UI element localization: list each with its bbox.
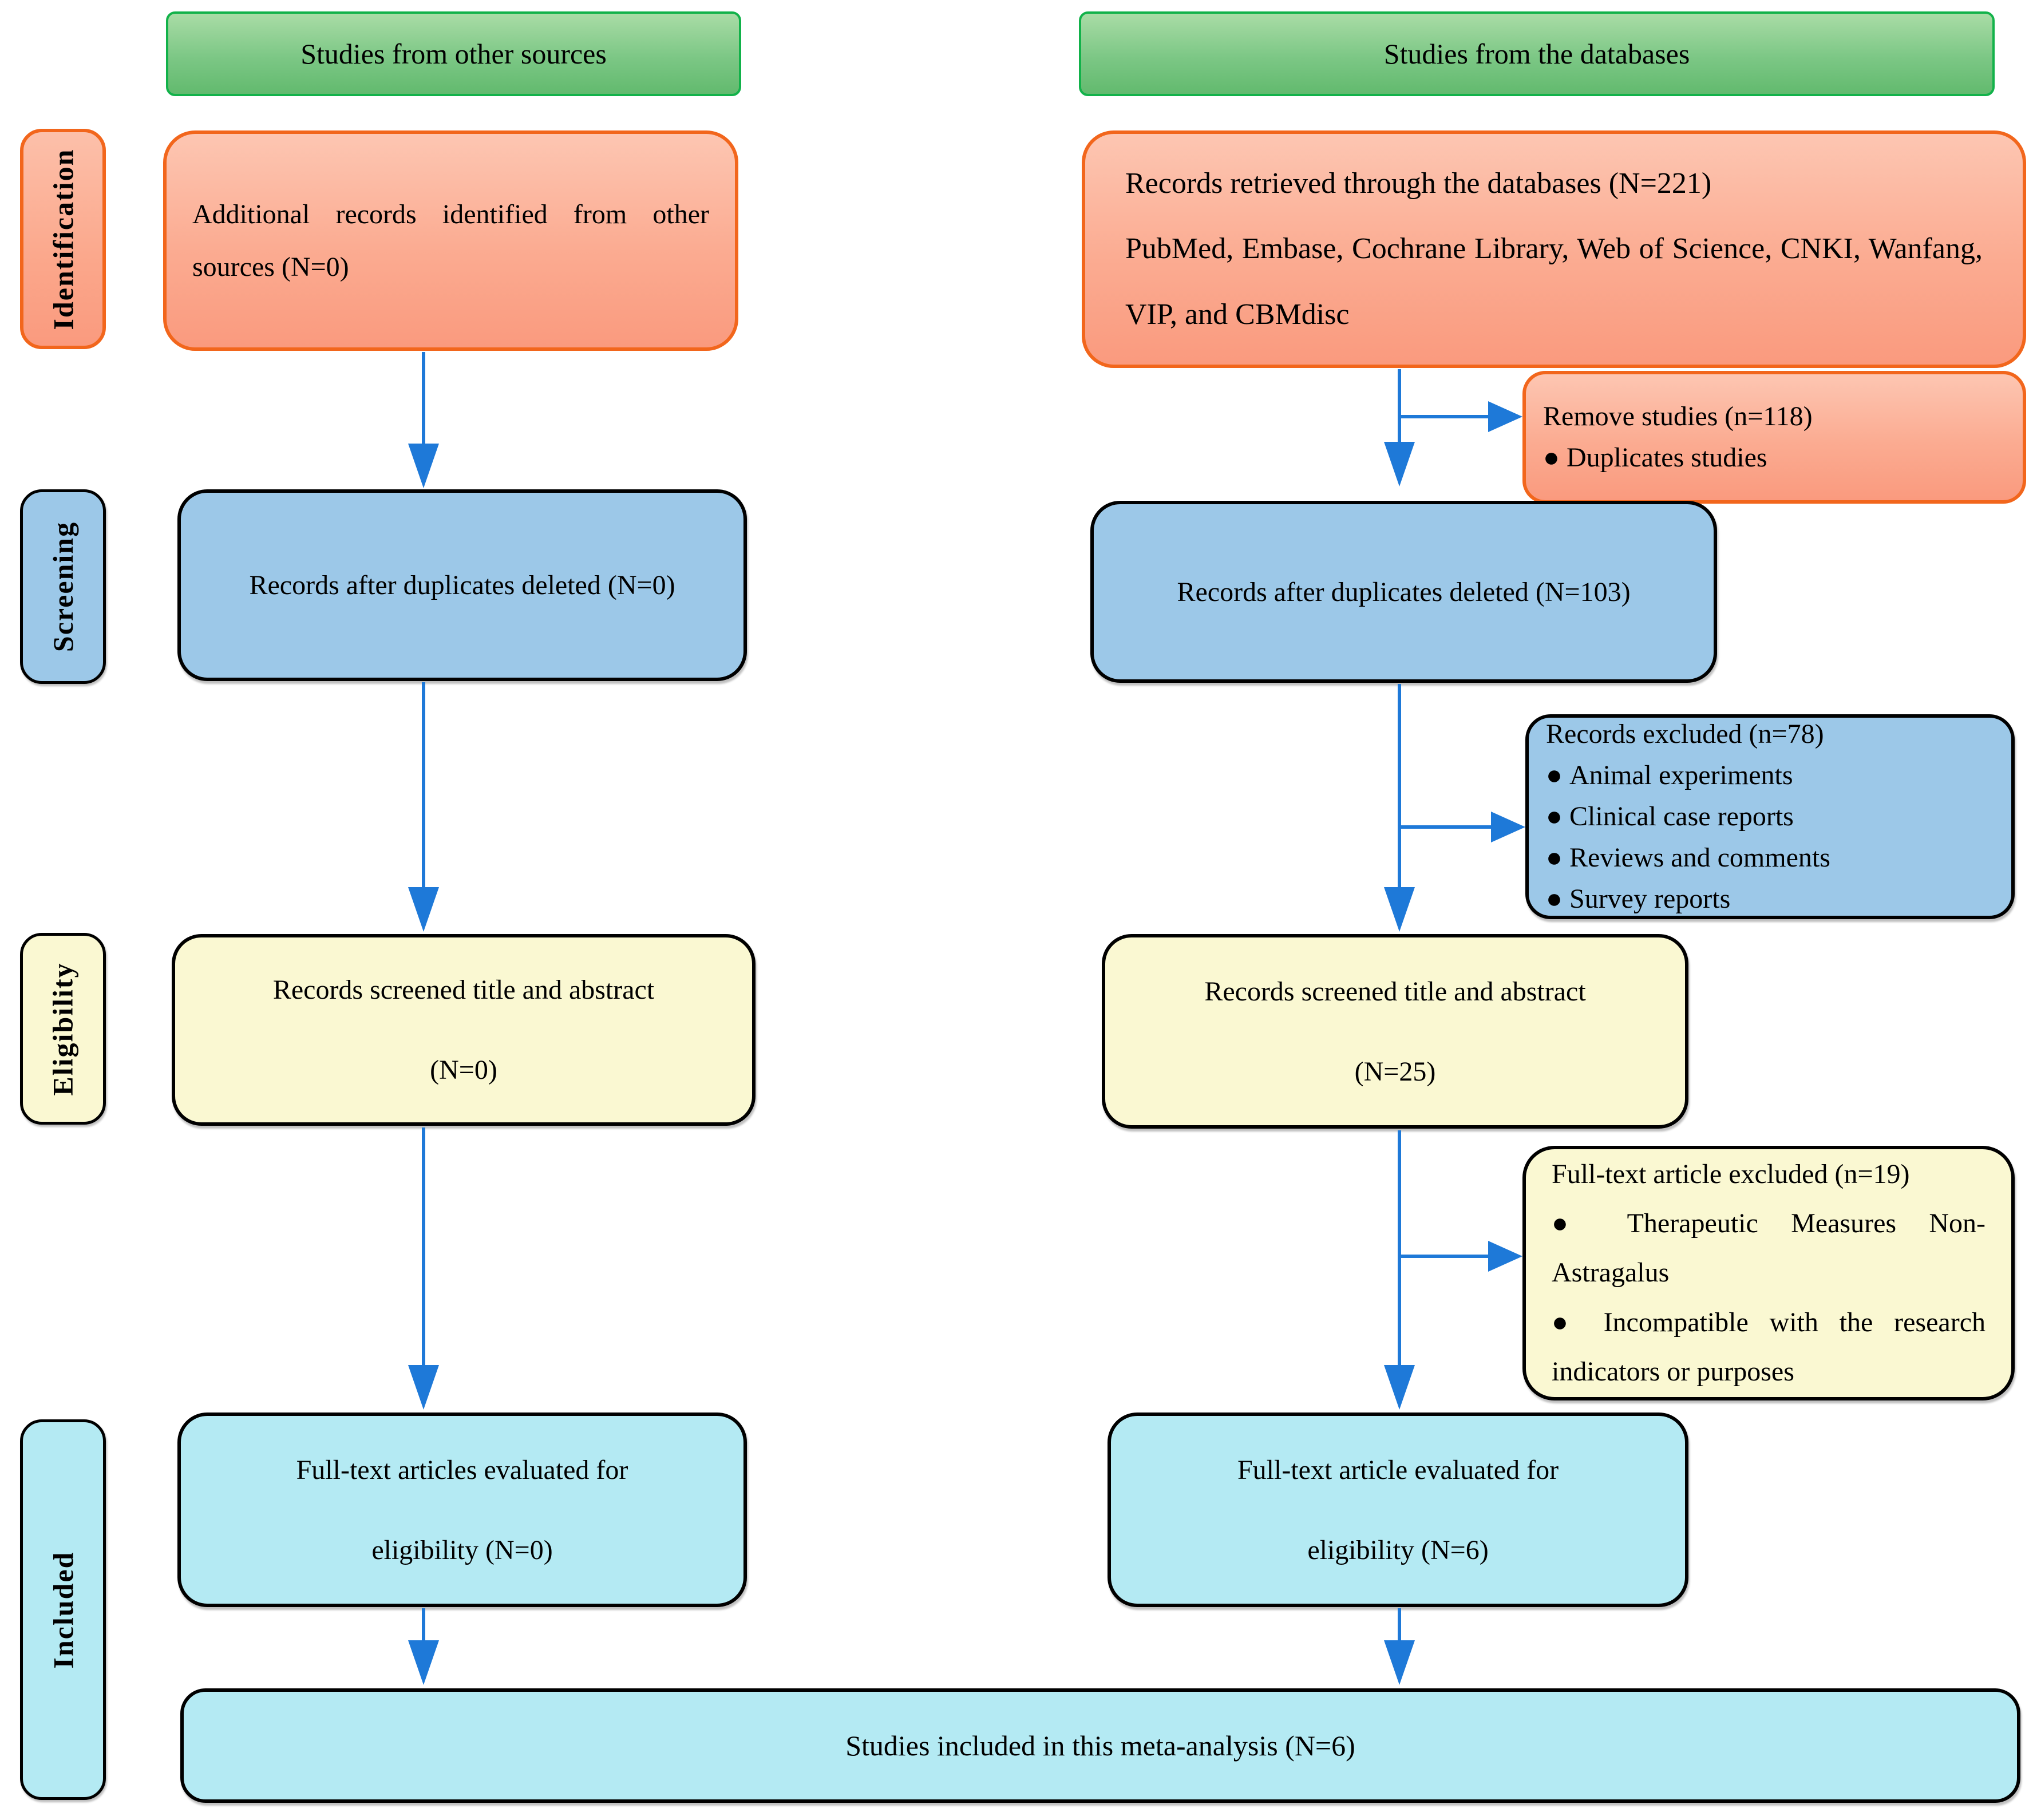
box-records-excluded-bullet-2: Clinical case reports [1546,796,1994,837]
header-databases-text: Studies from the databases [1383,38,1690,70]
arrow-right-screening-to-eligibility-head [1384,887,1415,932]
header-other-sources: Studies from other sources [166,11,741,96]
branch-records-excluded-head [1491,812,1525,842]
branch-fulltext-excluded-line [1399,1255,1488,1258]
box-records-retrieved-title: Records retrieved through the databases … [1125,167,1712,200]
box-records-excluded-title: Records excluded (n=78) [1546,719,1824,749]
box-screened-right-line1: Records screened title and abstract [1204,976,1586,1007]
box-fulltext-excluded-bullet-2: Incompatible with the research indicator… [1552,1298,1986,1397]
box-remove-studies-bullet-1: Duplicates studies [1543,437,2006,478]
stage-label-screening: Screening [20,489,106,684]
box-screened-left: Records screened title and abstract (N=0… [172,934,756,1126]
stage-label-eligibility-text: Eligibility [47,962,80,1096]
box-duplicates-deleted-right-text: Records after duplicates deleted (N=103) [1177,576,1631,607]
box-records-retrieved: Records retrieved through the databases … [1082,130,2026,368]
box-additional-records-text: Additional records identified from other… [192,199,709,282]
box-screened-right-line2: (N=25) [1354,1056,1436,1087]
arrow-right-to-bottom-head [1384,1640,1415,1685]
arrow-right-eligibility-to-included-head [1384,1365,1415,1410]
box-records-excluded-bullet-4: Survey reports [1546,879,1994,920]
box-fulltext-evaluated-left-line2: eligibility (N=0) [371,1534,553,1565]
box-fulltext-evaluated-left-line1: Full-text articles evaluated for [296,1454,628,1485]
stage-label-screening-text: Screening [47,521,79,652]
box-records-excluded-bullet-1: Animal experiments [1546,755,1994,796]
stage-label-included-text: Included [47,1551,79,1668]
box-duplicates-deleted-right: Records after duplicates deleted (N=103) [1090,501,1717,683]
arrow-right-id-to-screening-head [1384,442,1415,486]
box-fulltext-excluded: Full-text article excluded (n=19) Therap… [1522,1146,2015,1400]
box-records-excluded-bullet-3: Reviews and comments [1546,837,1994,879]
box-included-meta-analysis-text: Studies included in this meta-analysis (… [845,1730,1355,1762]
stage-label-identification: Identification [20,129,106,349]
header-databases: Studies from the databases [1079,11,1995,96]
stage-label-identification-text: Identification [47,148,79,330]
arrow-left-eligibility-to-included-head [408,1365,439,1410]
box-fulltext-excluded-title: Full-text article excluded (n=19) [1552,1158,1910,1189]
box-additional-records: Additional records identified from other… [163,130,738,351]
arrow-left-id-to-screening-line [422,352,425,446]
box-fulltext-excluded-bullet-1: Therapeutic Measures Non-Astragalus [1552,1199,1986,1298]
arrow-left-eligibility-to-included-line [422,1127,425,1365]
box-fulltext-evaluated-right-line2: eligibility (N=6) [1307,1534,1489,1565]
box-remove-studies: Remove studies (n=118) Duplicates studie… [1522,371,2026,504]
arrow-left-screening-to-eligibility-line [422,682,425,888]
arrow-right-to-bottom-line [1398,1608,1401,1643]
box-fulltext-evaluated-right: Full-text article evaluated for eligibil… [1108,1413,1688,1607]
arrow-right-eligibility-to-included-line [1398,1130,1401,1365]
branch-fulltext-excluded-head [1488,1241,1522,1272]
stage-label-eligibility: Eligibility [20,933,106,1125]
arrow-right-id-to-screening-line [1398,369,1401,444]
box-records-retrieved-sources: PubMed, Embase, Cochrane Library, Web of… [1125,232,1983,331]
box-duplicates-deleted-left: Records after duplicates deleted (N=0) [177,489,747,681]
arrow-left-screening-to-eligibility-head [408,887,439,932]
arrow-left-to-bottom-line [422,1608,425,1643]
arrow-right-screening-to-eligibility-line [1398,684,1401,887]
box-screened-left-line2: (N=0) [430,1055,497,1085]
box-screened-left-line1: Records screened title and abstract [272,975,655,1005]
box-included-meta-analysis: Studies included in this meta-analysis (… [180,1688,2020,1803]
box-fulltext-evaluated-left: Full-text articles evaluated for eligibi… [177,1413,747,1607]
header-other-sources-text: Studies from other sources [300,38,607,70]
branch-remove-studies-head [1488,401,1522,432]
box-records-excluded: Records excluded (n=78) Animal experimen… [1525,714,2015,919]
stage-label-included: Included [20,1419,106,1800]
branch-records-excluded-line [1399,825,1491,829]
box-remove-studies-title: Remove studies (n=118) [1543,401,1813,432]
box-screened-right: Records screened title and abstract (N=2… [1102,934,1688,1129]
arrow-left-id-to-screening-head [408,444,439,488]
box-duplicates-deleted-left-text: Records after duplicates deleted (N=0) [249,570,675,600]
box-fulltext-evaluated-right-line1: Full-text article evaluated for [1237,1454,1559,1485]
branch-remove-studies-line [1399,415,1491,418]
arrow-left-to-bottom-head [408,1640,439,1685]
